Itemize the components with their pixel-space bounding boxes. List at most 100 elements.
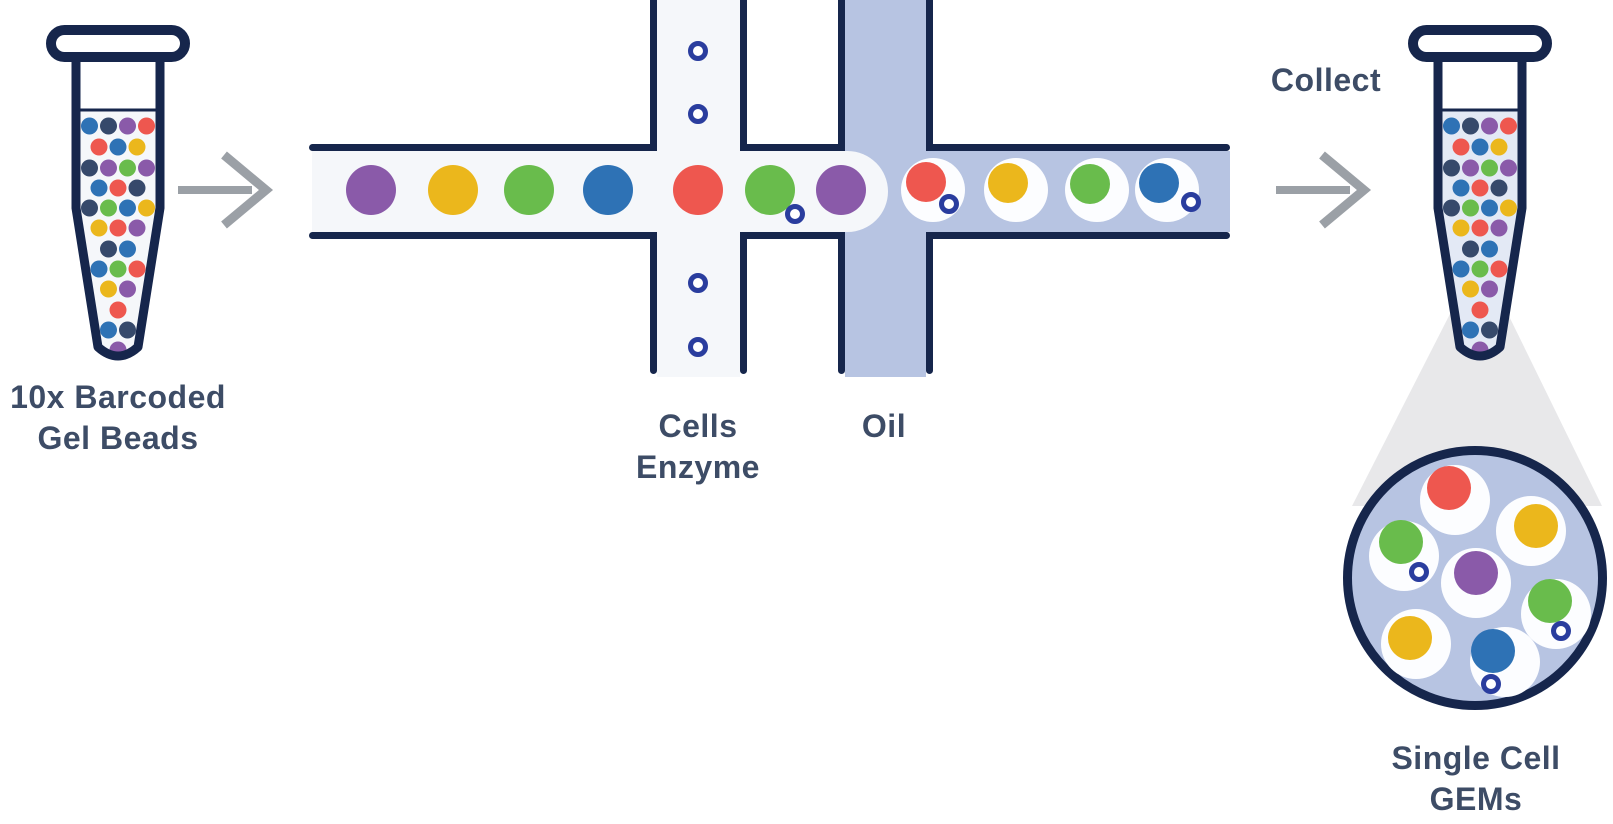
tube-dot-purple <box>100 159 117 177</box>
cell-circle <box>785 204 805 224</box>
tube-dot-purple <box>1481 280 1498 298</box>
tube-dot-purple <box>119 117 136 135</box>
tube-dot-red <box>1500 117 1517 135</box>
gel-beads-label-line1: 10x Barcoded <box>10 379 226 415</box>
tube-outline <box>71 55 165 361</box>
tube-dot-blue <box>81 117 98 135</box>
tube-dot-green <box>1481 159 1498 177</box>
tube-dot-blue <box>1481 199 1498 217</box>
cell-circle <box>1181 192 1201 212</box>
single-cell-gems-label: Single Cell GEMs <box>1356 738 1596 820</box>
tube-dot-blue <box>90 179 108 197</box>
tube-dot-blue <box>100 321 117 339</box>
tube-dot-yellow <box>100 280 117 298</box>
tube-dot-yellow <box>138 199 155 217</box>
tube-dot-dark <box>1462 240 1479 258</box>
cell-circle <box>1409 562 1429 582</box>
tube-dot-green <box>119 159 136 177</box>
tube-dot-red <box>128 260 146 278</box>
tube-dot-blue <box>119 240 136 258</box>
tube-dot-blue <box>1481 240 1498 258</box>
tube-dot-green <box>109 260 127 278</box>
tube-dot-dark <box>100 240 117 258</box>
tube-dot-purple <box>1500 159 1517 177</box>
tube-dot-red <box>1490 260 1508 278</box>
tube-dot-blue <box>1452 260 1470 278</box>
gel-bead-yellow <box>1514 504 1558 548</box>
tube-dot-purple <box>119 280 136 298</box>
tube-dot-yellow <box>1462 280 1479 298</box>
oil-label: Oil <box>861 408 907 444</box>
tube-dot-yellow <box>90 219 108 237</box>
tube-dot-green <box>1462 199 1479 217</box>
tube-dot-dark <box>1490 179 1508 197</box>
tube-dot-yellow <box>1490 138 1508 156</box>
tube-dot-purple <box>1490 219 1508 237</box>
tube-dot-red <box>1471 219 1489 237</box>
tube-outline <box>1433 55 1527 361</box>
gel-bead-green <box>1379 520 1423 564</box>
channel-wall <box>926 0 933 151</box>
cell-circle <box>939 194 959 214</box>
channel-wall <box>747 232 838 239</box>
cell-circle <box>688 337 708 357</box>
tube-dot-blue <box>1462 321 1479 339</box>
tube-dot-purple <box>1462 159 1479 177</box>
cell-circle <box>1481 674 1501 694</box>
gel-bead-green <box>504 165 554 215</box>
tube-dot-dark <box>100 117 117 135</box>
channel-wall <box>838 0 845 151</box>
gel-bead-blue <box>1471 629 1515 673</box>
gel-bead-yellow <box>428 165 478 215</box>
tube-dot-red <box>90 138 108 156</box>
tube-dot-red <box>1471 179 1489 197</box>
gel-bead-purple <box>816 165 866 215</box>
channel-wall <box>933 144 1230 151</box>
tube-dot-green <box>1471 260 1489 278</box>
gel-bead-yellow <box>1388 616 1432 660</box>
cell-circle <box>688 273 708 293</box>
tube-dot-purple <box>1481 117 1498 135</box>
gel-bead-red <box>906 162 946 202</box>
tube-lid <box>1408 25 1552 62</box>
tube-dot-red <box>109 301 127 319</box>
tube-dot-purple <box>138 159 155 177</box>
channel-wall <box>838 232 845 374</box>
channel-wall <box>926 232 933 374</box>
collect-arrow-icon <box>1276 151 1372 229</box>
cell-circle <box>1551 621 1571 641</box>
channel-wall <box>309 232 650 239</box>
gel-bead-green <box>1528 579 1572 623</box>
tube-dot-dark <box>81 159 98 177</box>
gel-bead-yellow <box>988 163 1028 203</box>
channel-wall <box>933 232 1230 239</box>
gems-label-line1: Single Cell <box>1391 740 1561 776</box>
gel-beads-label-line2: Gel Beads <box>37 420 199 456</box>
gel-bead-blue <box>1139 163 1179 203</box>
gel-bead-red <box>673 165 723 215</box>
collect-label: Collect <box>1270 62 1382 98</box>
tube-dots <box>81 117 155 359</box>
tube-dot-dark <box>128 179 146 197</box>
tube-dot-dark <box>81 199 98 217</box>
tube-dot-red <box>138 117 155 135</box>
channel-wall <box>740 0 747 151</box>
gel-bead-red <box>1427 466 1471 510</box>
channel-wall <box>747 144 838 151</box>
channel-wall <box>309 144 650 151</box>
tube-dot-dark <box>119 321 136 339</box>
cells-enzyme-label: Cells Enzyme <box>588 406 808 488</box>
gel-beads-label: 10x Barcoded Gel Beads <box>0 377 236 459</box>
tube-dot-blue <box>109 138 127 156</box>
tube-dot-green <box>100 199 117 217</box>
tube-dot-purple <box>128 219 146 237</box>
tube-dot-yellow <box>128 138 146 156</box>
gel-bead-blue <box>583 165 633 215</box>
tube-dot-blue <box>1471 138 1489 156</box>
cells-label-line: Cells <box>658 408 738 444</box>
tube-dot-yellow <box>1452 219 1470 237</box>
gel-bead-purple <box>1454 551 1498 595</box>
tube-dots <box>1443 117 1517 359</box>
channel-wall <box>650 232 657 374</box>
